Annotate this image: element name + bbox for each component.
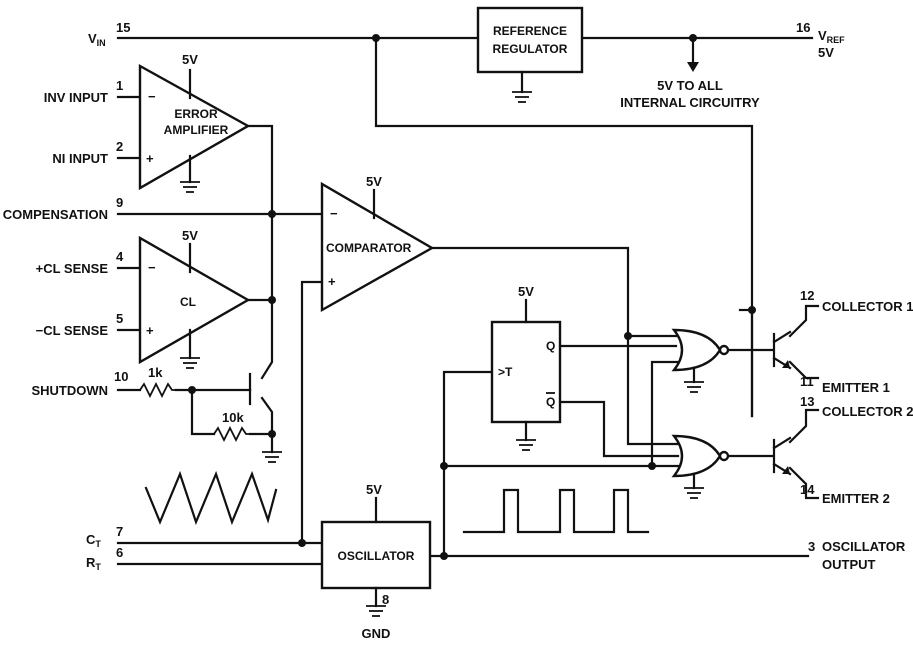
pin-cl-minus-label: −CL SENSE — [36, 323, 109, 338]
resistor-1k-label: 1k — [148, 365, 163, 380]
ground-icon — [366, 605, 386, 617]
oscillator-label: OSCILLATOR — [338, 549, 415, 563]
pin-vref-number: 16 — [796, 20, 810, 35]
cl-amp-label: CL — [180, 295, 196, 309]
flip-flop-supply: 5V — [518, 284, 534, 299]
junction-dots — [188, 34, 756, 560]
pin-compensation-number: 9 — [116, 195, 123, 210]
pin-inv-input-number: 1 — [116, 78, 123, 93]
pin-vref-value: 5V — [818, 45, 834, 60]
pin-cl-plus-label: +CL SENSE — [36, 261, 109, 276]
pin-emitter1-number: 11 — [800, 374, 814, 389]
resistor-10k-icon — [213, 425, 250, 443]
wiring — [116, 36, 820, 566]
pin-cl-minus-number: 5 — [116, 311, 123, 326]
ground-icon — [512, 91, 532, 103]
pin-rt-label: RT — [86, 555, 101, 572]
pin-emitter2-label: EMITTER 2 — [822, 491, 890, 506]
ground-icon — [516, 439, 536, 451]
cl-amp-plus: + — [146, 323, 154, 338]
pin-collector1-label: COLLECTOR 1 — [822, 299, 913, 314]
resistor-10k-label: 10k — [222, 410, 244, 425]
error-amp-label-1: ERROR — [174, 107, 218, 121]
error-amp-label-2: AMPLIFIER — [164, 123, 229, 137]
output-transistor-2-icon — [772, 436, 792, 476]
cl-amp-minus: − — [148, 260, 156, 275]
internal-note-line-2: INTERNAL CIRCUITRY — [620, 95, 760, 110]
pin-shutdown-label: SHUTDOWN — [31, 383, 108, 398]
shutdown-circuit: 1k 10k — [139, 365, 282, 463]
pin-collector1-number: 12 — [800, 288, 814, 303]
pin-osc-out-number: 3 — [808, 539, 815, 554]
ground-icon — [262, 451, 282, 463]
comparator-block: − + COMPARATOR 5V — [320, 174, 435, 313]
ground-icon — [684, 487, 704, 499]
cl-amp-supply: 5V — [182, 228, 198, 243]
pin-rt-number: 6 — [116, 545, 123, 560]
pin-ni-input-number: 2 — [116, 139, 123, 154]
pin-gnd-number: 8 — [382, 592, 389, 607]
comparator-label: COMPARATOR — [326, 241, 412, 255]
ground-icon — [684, 381, 704, 393]
pin-vin-label: VIN — [88, 31, 106, 48]
resistor-1k-icon — [139, 381, 176, 399]
pin-inv-input-label: INV INPUT — [44, 90, 108, 105]
pin-emitter2-number: 14 — [800, 482, 815, 497]
internal-note-line-1: 5V TO ALL — [657, 78, 723, 93]
oscillator-supply: 5V — [366, 482, 382, 497]
pin-compensation-label: COMPENSATION — [3, 207, 108, 222]
nor-gate-2 — [671, 434, 730, 499]
pin-osc-out-label-2: OUTPUT — [822, 557, 876, 572]
pin-ct-number: 7 — [116, 524, 123, 539]
ground-icon — [180, 357, 200, 369]
pin-osc-out-label: OSCILLATOR — [822, 539, 906, 554]
ground-icon — [180, 181, 200, 193]
vref-arrow-icon — [687, 62, 699, 72]
nor-gate-1 — [671, 328, 730, 393]
flip-flop-clock-label: >T — [498, 365, 513, 379]
flip-flop-q-label: Q — [546, 339, 555, 353]
error-amplifier-block: − + ERROR AMPLIFIER 5V — [138, 52, 251, 193]
pin-ni-input-label: NI INPUT — [52, 151, 108, 166]
square-waveform-icon — [462, 488, 650, 534]
pin-gnd-label: GND — [362, 626, 391, 641]
current-limit-amplifier-block: − + CL 5V — [138, 228, 251, 369]
output-transistor-1-icon — [772, 330, 792, 370]
pin-vref-label: VREF — [818, 28, 845, 45]
pin-emitter1-label: EMITTER 1 — [822, 380, 890, 395]
reference-regulator-block: REFERENCE REGULATOR — [476, 6, 584, 103]
sawtooth-waveform-icon — [144, 470, 278, 526]
error-amp-minus: − — [148, 89, 156, 104]
error-amp-supply: 5V — [182, 52, 198, 67]
reference-regulator-label-1: REFERENCE — [493, 24, 567, 38]
comparator-minus: − — [330, 206, 338, 221]
flip-flop-qbar-label: Q — [546, 395, 555, 409]
pin-vin-number: 15 — [116, 20, 130, 35]
comparator-plus: + — [328, 274, 336, 289]
oscillator-block: OSCILLATOR 5V — [320, 482, 432, 617]
error-amp-plus: + — [146, 151, 154, 166]
pin-cl-plus-number: 4 — [116, 249, 124, 264]
flip-flop-block: >T Q Q 5V — [490, 284, 562, 451]
comparator-supply: 5V — [366, 174, 382, 189]
pin-shutdown-number: 10 — [114, 369, 128, 384]
left-pin-labels: VIN 15 INV INPUT 1 NI INPUT 2 COMPENSATI… — [3, 20, 391, 641]
pin-ct-label: CT — [86, 532, 101, 549]
pin-collector2-label: COLLECTOR 2 — [822, 404, 913, 419]
right-pin-labels: 16 VREF 5V 5V TO ALL INTERNAL CIRCUITRY … — [620, 20, 913, 572]
pin-collector2-number: 13 — [800, 394, 814, 409]
reference-regulator-label-2: REGULATOR — [493, 42, 568, 56]
